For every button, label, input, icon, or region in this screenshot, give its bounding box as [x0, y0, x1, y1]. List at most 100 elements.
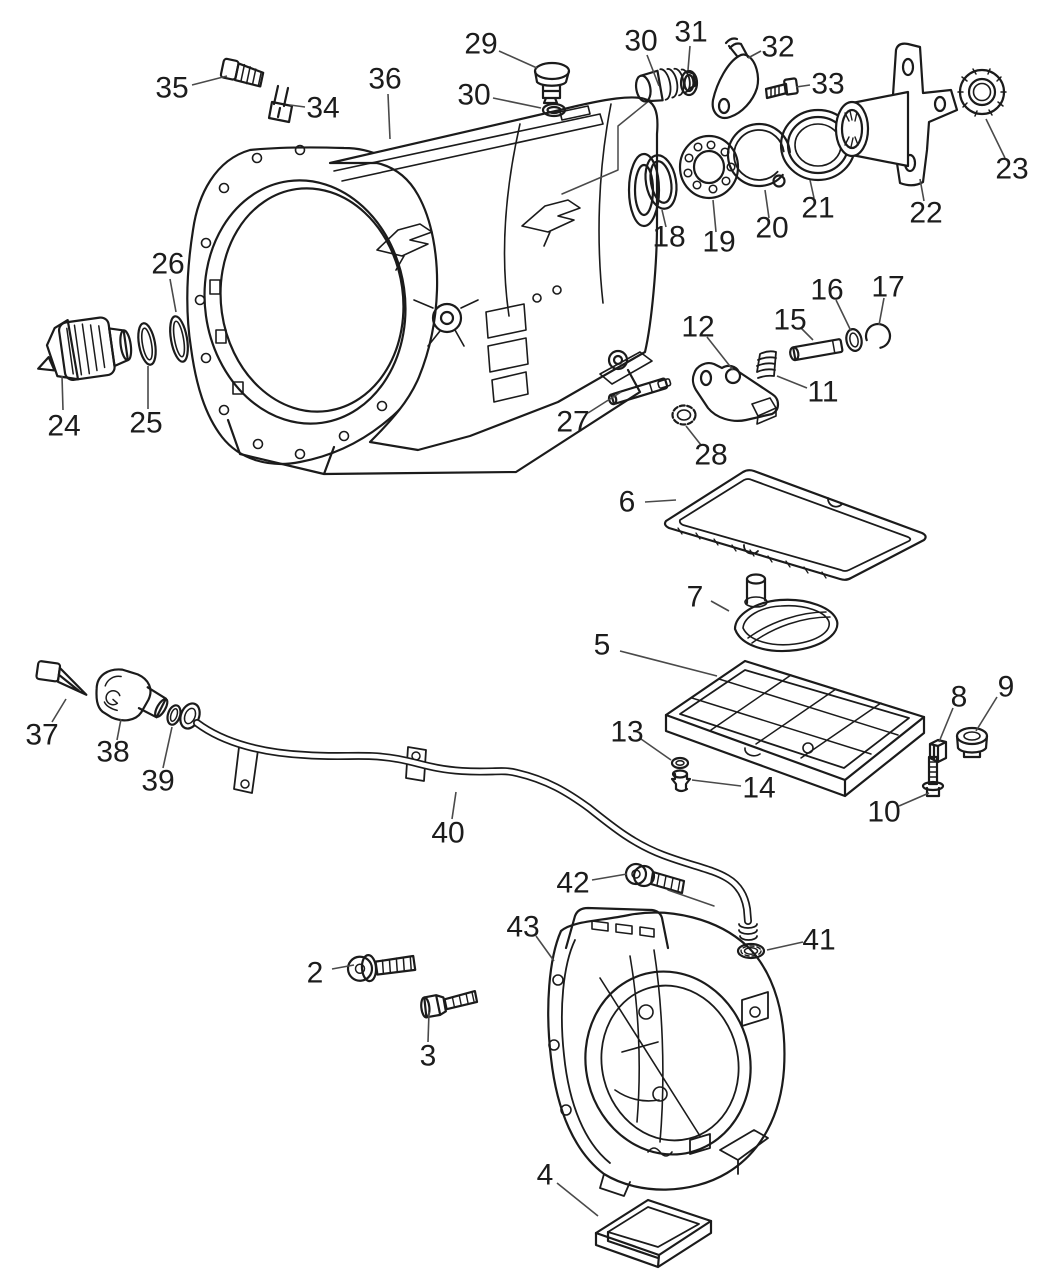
nut23-mid [967, 77, 997, 107]
tube40-coil-end [738, 923, 758, 941]
callout-leader-10 [898, 792, 930, 807]
bolt10-flange [921, 780, 945, 792]
callout-number-42: 42 [556, 867, 589, 900]
flange-slots [209, 279, 244, 395]
lever12-notch [724, 367, 742, 385]
flange-bolt-hole [194, 294, 206, 306]
bolt2-shaft [374, 954, 417, 976]
callout-cap-nut: 9 [975, 671, 1014, 732]
flange-bolt-hole [252, 438, 264, 450]
callout-leader-34 [289, 104, 306, 108]
callout-vent-plug: 30 [624, 25, 660, 87]
callout-number-20: 20 [755, 212, 788, 245]
vent-body [639, 69, 664, 103]
part-torx-bolt-35 [219, 57, 265, 88]
part-lower-cover-gasket-4 [594, 1198, 713, 1269]
callout-lower-cover-gasket: 4 [537, 1159, 599, 1217]
part-square-nut-8 [928, 738, 948, 764]
part-oil-filter-7 [733, 573, 839, 653]
part-rpm-sensor-38 [95, 668, 169, 722]
callout-number-3: 3 [420, 1040, 437, 1073]
selector-boss-outer [431, 302, 463, 334]
callout-square-nut: 8 [938, 681, 967, 743]
washer16-inner [849, 332, 859, 348]
callout-oil-pan-gasket: 6 [619, 486, 677, 519]
part-retaining-clip-34 [267, 84, 294, 124]
sensor38-face-lines [103, 675, 122, 712]
bearing-ball [708, 184, 718, 194]
ring31-inner [683, 73, 695, 93]
housing43-opening-inner [600, 984, 740, 1142]
oring26-outer [169, 315, 189, 363]
callout-leader-15 [800, 327, 814, 341]
oring18-inner [649, 160, 673, 204]
pin37-body [35, 660, 62, 683]
bearing19-balls [683, 140, 736, 194]
bolt2-head [346, 955, 374, 982]
part-retaining-washer-28 [671, 404, 697, 426]
pan5-rim-inner [679, 669, 910, 769]
flange-bolt-hole [338, 430, 350, 442]
callout-number-27: 27 [556, 406, 589, 439]
part-electrical-connector-24 [37, 316, 133, 381]
callout-tube-seal-ring: 41 [766, 924, 836, 957]
flange-bolt-hole [200, 352, 212, 364]
callout-number-35: 35 [155, 72, 188, 105]
part-shift-lever-cam-12 [691, 362, 780, 425]
callout-number-26: 26 [151, 248, 184, 281]
callout-leader-43 [535, 935, 555, 962]
flange-bolt-hole [218, 404, 230, 416]
part-filler-cap-29 [533, 61, 571, 105]
callout-pilot-stud-bolt: 3 [420, 1011, 437, 1073]
pin37-tip [56, 666, 88, 696]
callout-number-39: 39 [141, 765, 174, 798]
callout-converter-housing: 43 [506, 911, 555, 962]
tube40-bracket-a [233, 746, 259, 794]
callout-bracket-bolt: 42 [556, 867, 628, 900]
case-panel-seams [503, 103, 612, 317]
callout-leader-35 [191, 75, 228, 86]
part-snap-ring-17 [864, 322, 892, 350]
housing43-outline [547, 911, 786, 1191]
callout-shaft-seal: 21 [801, 179, 835, 225]
snap17-ring [864, 322, 892, 350]
nut9-body [955, 734, 989, 759]
sensor38-nose-end [154, 697, 169, 718]
callout-number-21: 21 [801, 192, 834, 225]
callout-filler-cap: 29 [464, 28, 538, 69]
callout-number-43: 43 [506, 911, 539, 944]
callout-leader-31 [687, 45, 691, 71]
callout-sensor-o-ring: 39 [141, 726, 175, 798]
callout-vent-seal-ring: 31 [674, 16, 708, 71]
flange22-splines [844, 110, 859, 148]
part-lock-ring-20 [726, 122, 792, 188]
bearing-ball [706, 140, 716, 150]
part-seal-ring-13 [670, 756, 690, 770]
callout-rpm-sensor: 38 [96, 718, 130, 769]
case-boss [532, 293, 542, 303]
pan5-grid [691, 674, 899, 759]
callout-shift-lever-cam: 12 [681, 311, 734, 371]
callout-number-37: 37 [25, 719, 58, 752]
pin27-tip [657, 378, 672, 389]
callout-leader-14 [691, 779, 742, 787]
callout-leader-6 [644, 499, 677, 503]
nut9-top [955, 726, 989, 746]
rear-hub-outer [627, 152, 661, 228]
pan5-notch [744, 747, 761, 757]
callout-number-15: 15 [773, 304, 806, 337]
filter7-plate-inner [742, 604, 830, 646]
nut23-spline-ticks [957, 68, 1007, 117]
housing43-pivot-b [652, 1086, 668, 1102]
callout-leader-26 [169, 278, 177, 313]
bearing-ball [721, 176, 731, 186]
callout-filler-tube: 40 [431, 791, 465, 850]
ring41-inner [743, 947, 759, 955]
housing-ear-hole [548, 1039, 560, 1051]
part-oil-pan-5 [664, 659, 926, 798]
callout-number-30b: 30 [624, 25, 657, 58]
part-o-ring-25 [137, 322, 157, 366]
oring25-inner [140, 327, 154, 361]
part-oil-pan-gasket-6 [663, 469, 927, 581]
selector-boss-inner [439, 310, 455, 326]
